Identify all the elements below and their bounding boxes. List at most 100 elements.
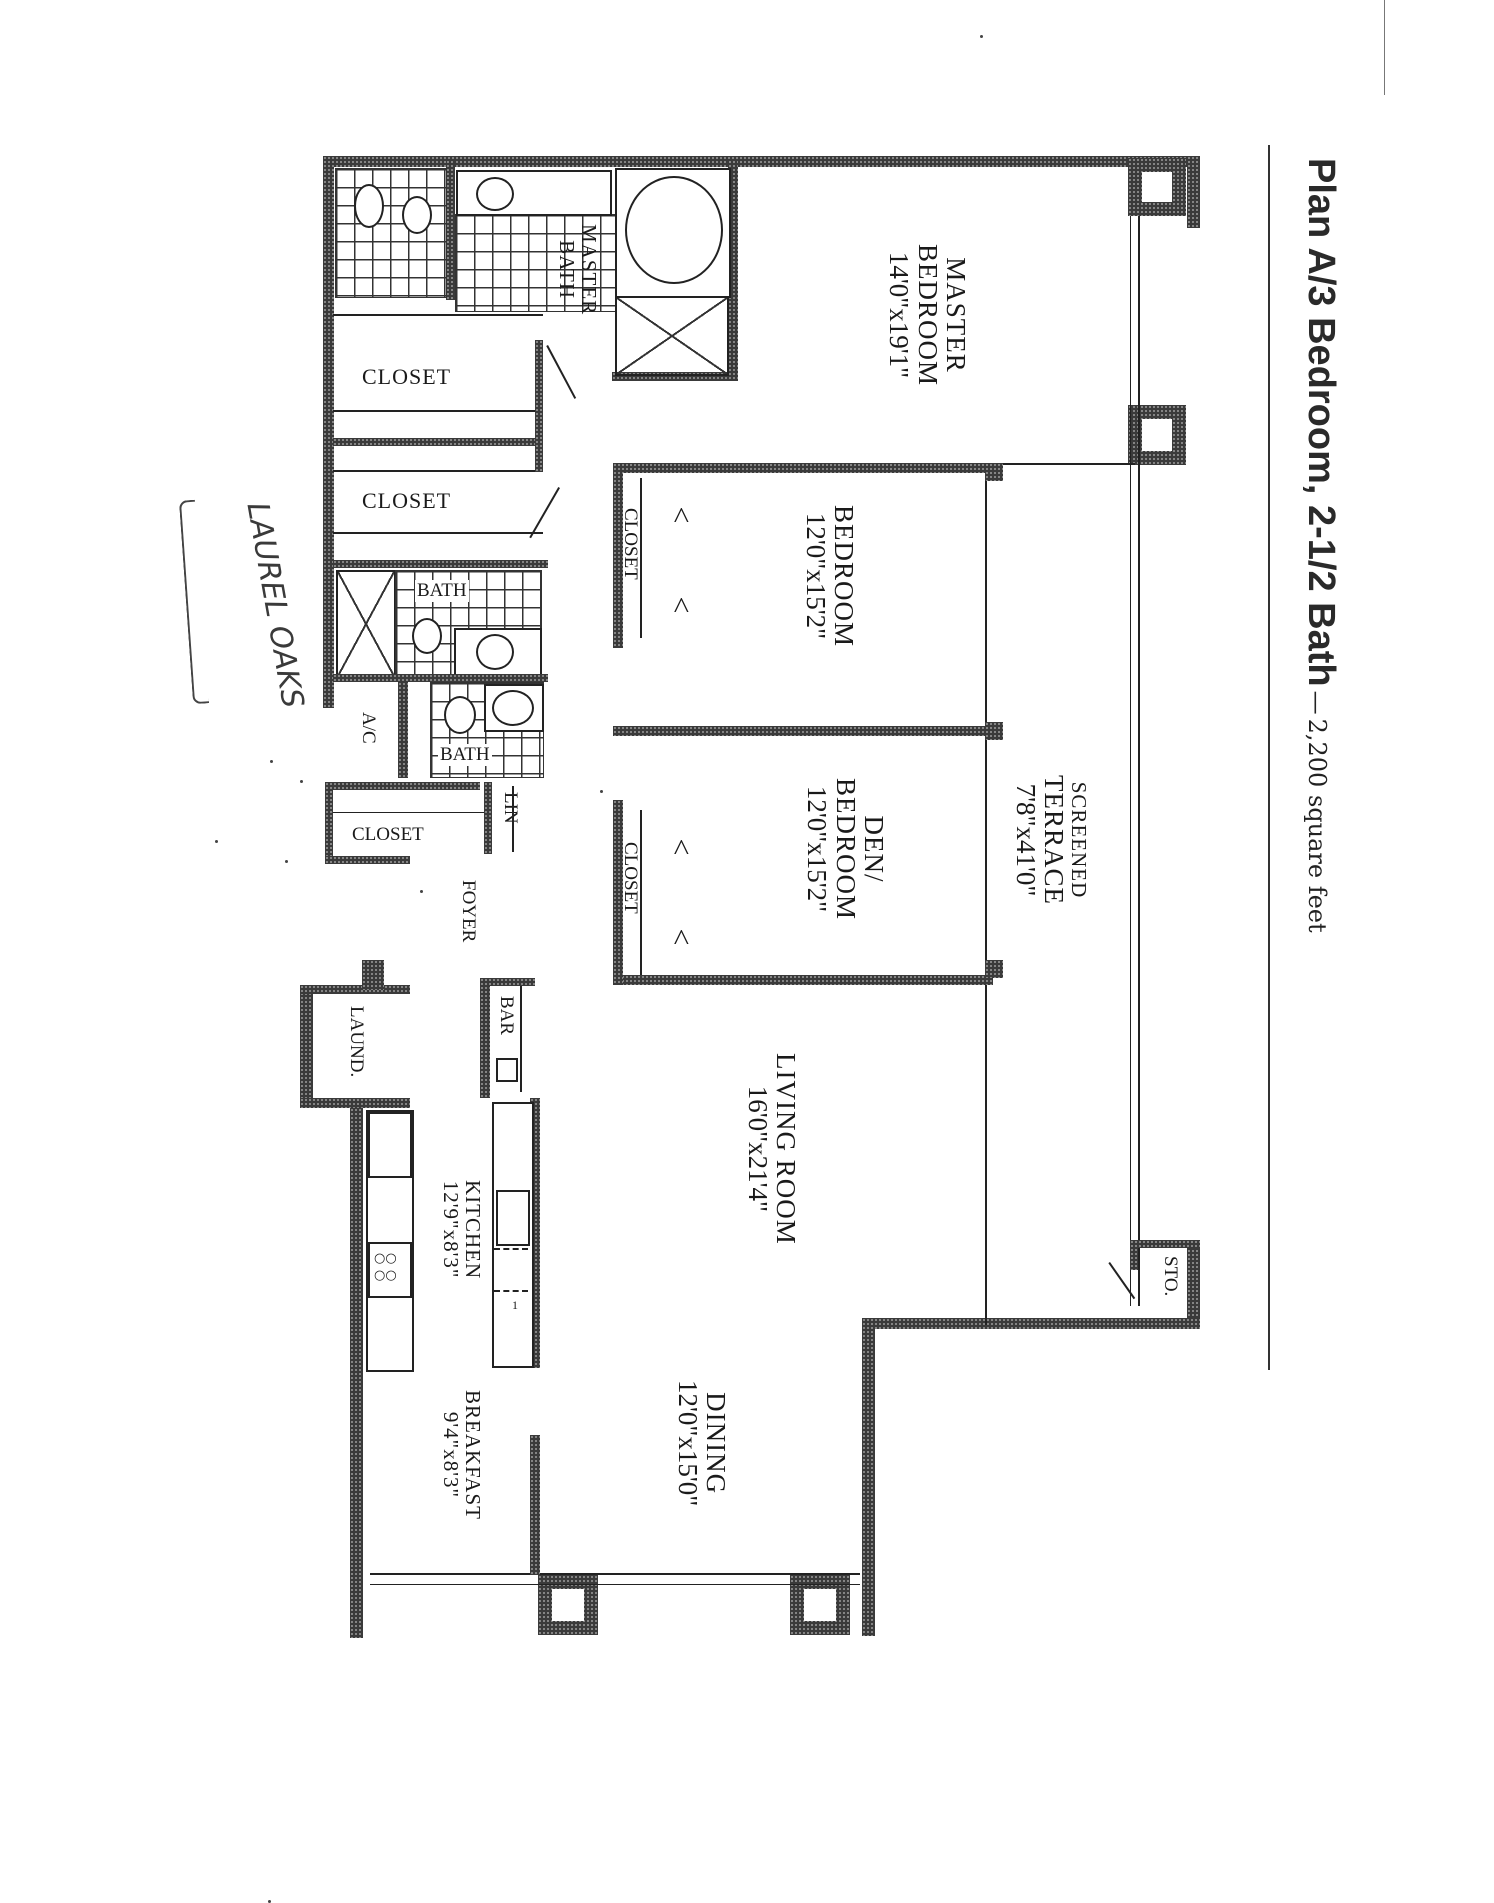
wall-linen: [484, 782, 492, 854]
master-bath-label: MASTER BATH: [554, 224, 601, 316]
bath-2-label: BATH: [438, 744, 492, 766]
wall-den-left: [613, 800, 623, 985]
linen-label: LIN: [500, 792, 521, 824]
cabinet-number: 1: [512, 1298, 518, 1312]
bar-label: BAR: [496, 996, 517, 1036]
wall-foyer-closet-bottom: [325, 856, 410, 864]
closet-2-bottom: [333, 532, 543, 534]
pilaster-3: [985, 960, 1003, 978]
storage-label: STO.: [1160, 1256, 1181, 1297]
master-bedroom-dims: 14'0"x19'1": [884, 251, 915, 379]
wall-top: [323, 156, 1200, 167]
cabinet-divider: [494, 1290, 528, 1292]
master-bedroom-label: MASTER BEDROOM 14'0"x19'1": [884, 244, 971, 387]
bath-1-shower-icon: [336, 570, 396, 678]
bath-1-sink-icon: [476, 634, 514, 670]
wall-left-top: [323, 156, 334, 708]
plan-header: Plan A/3 Bedroom, 2-1/2 Bath — 2,200 squ…: [1300, 158, 1342, 933]
scan-speck: [420, 890, 423, 893]
range-cooktop: [368, 1242, 412, 1298]
closet-den-front: [640, 810, 642, 975]
kitchen-sink: [496, 1190, 530, 1246]
bidet-icon: [402, 196, 432, 234]
wall-bar-top: [480, 978, 535, 986]
wall-kitchen-right: [530, 1098, 540, 1368]
closet-1-top: [333, 314, 543, 316]
handwritten-note: LAUREL OAKS: [239, 499, 311, 711]
wall-ac-divider: [398, 682, 408, 778]
bifold-door-icon: <: [664, 596, 698, 614]
title-separator: —: [1303, 690, 1331, 715]
closet-1-label: CLOSET: [362, 364, 452, 389]
plan-title: Plan A/3 Bedroom, 2-1/2 Bath: [1300, 158, 1342, 687]
page-edge-line: [1384, 0, 1385, 95]
master-bath-tile: [455, 214, 617, 312]
closet-2-shelf: [333, 470, 543, 472]
scan-speck: [300, 780, 303, 783]
wall-storage: [1130, 1240, 1200, 1248]
master-bedroom-name-1: MASTER: [941, 257, 971, 373]
closet-bedroom-front: [640, 478, 642, 638]
foyer-closet-label: CLOSET: [352, 824, 424, 845]
pilaster-2: [985, 722, 1003, 740]
closet-jamb-2: [535, 440, 543, 472]
wall-laundry-left: [300, 988, 313, 1108]
header-rule: [1268, 145, 1270, 1370]
wall-closet-divider: [333, 438, 543, 446]
master-terrace-line: [985, 463, 1135, 465]
den-bedroom-label: DEN/ BEDROOM 12'0"x15'2": [802, 778, 889, 921]
bifold-door-icon: <: [664, 838, 698, 856]
master-wc-tile: [335, 168, 447, 298]
scan-speck: [980, 35, 983, 38]
bath-2-sink-icon: [492, 690, 534, 726]
dining-window-line-2: [370, 1584, 860, 1585]
bar-sink: [496, 1058, 518, 1082]
scan-speck: [270, 760, 273, 763]
laundry-label: LAUND.: [346, 1006, 367, 1078]
wall-master-bath-right: [728, 160, 738, 380]
wall-wc-divider: [446, 160, 455, 300]
breakfast-label: BREAKFAST 9'4"x8'3": [438, 1390, 485, 1520]
linen-right: [512, 786, 514, 852]
wall-dining-right: [862, 1318, 875, 1636]
closet-den-label: CLOSET: [620, 842, 641, 914]
wall-foyer-closet-left: [325, 782, 333, 862]
closet-jamb-1: [535, 340, 543, 470]
wall-den-bottom: [613, 975, 993, 985]
wall-laundry-jamb: [362, 960, 384, 990]
kitchen-label: KITCHEN 12'9"x8'3": [438, 1180, 485, 1280]
closet-2-label: CLOSET: [362, 488, 452, 513]
scan-speck: [215, 840, 218, 843]
screened-terrace-label: SCREENED TERRACE 7'8"x41'0": [1010, 775, 1091, 906]
closet-bedroom-label: CLOSET: [620, 508, 641, 580]
wall-laundry-bottom: [300, 1098, 410, 1108]
terrace-inner-wall: [985, 465, 987, 1325]
wall-bedroom-left: [613, 463, 623, 648]
dining-label: DINING 12'0"x15'0": [672, 1380, 731, 1507]
foyer-closet-shelf: [333, 812, 485, 813]
wall-foyer-closet-top: [325, 782, 480, 790]
shower-icon: [615, 296, 729, 376]
column-bottom-left-inner: [552, 1589, 584, 1621]
toilet-icon: [354, 184, 384, 228]
bath-1-toilet-icon: [412, 618, 442, 654]
wall-bedroom-top: [613, 463, 993, 473]
scan-speck: [600, 790, 603, 793]
closet-2-door-swing: [529, 487, 560, 539]
refrigerator: [368, 1112, 412, 1178]
bifold-door-icon: <: [664, 928, 698, 946]
bar-counter-right: [520, 986, 522, 1092]
tub-basin-icon: [625, 176, 723, 284]
wall-bath-top: [333, 560, 548, 568]
wall-master-bath-bottom: [612, 372, 738, 381]
wall-laundry-top: [300, 985, 410, 994]
wall-bedroom-den: [613, 726, 993, 736]
bath-1-label: BATH: [415, 580, 469, 602]
living-room-label: LIVING ROOM 16'0"x21'4": [742, 1053, 801, 1245]
wall-bar-left: [480, 978, 490, 1098]
master-bedroom-name-2: BEDROOM: [912, 244, 943, 387]
bath-2-toilet-icon: [444, 696, 476, 734]
plan-area: 2,200 square feet: [1303, 718, 1331, 933]
ac-label: A/C: [358, 712, 379, 744]
column-mid-right-inner: [1142, 419, 1172, 451]
